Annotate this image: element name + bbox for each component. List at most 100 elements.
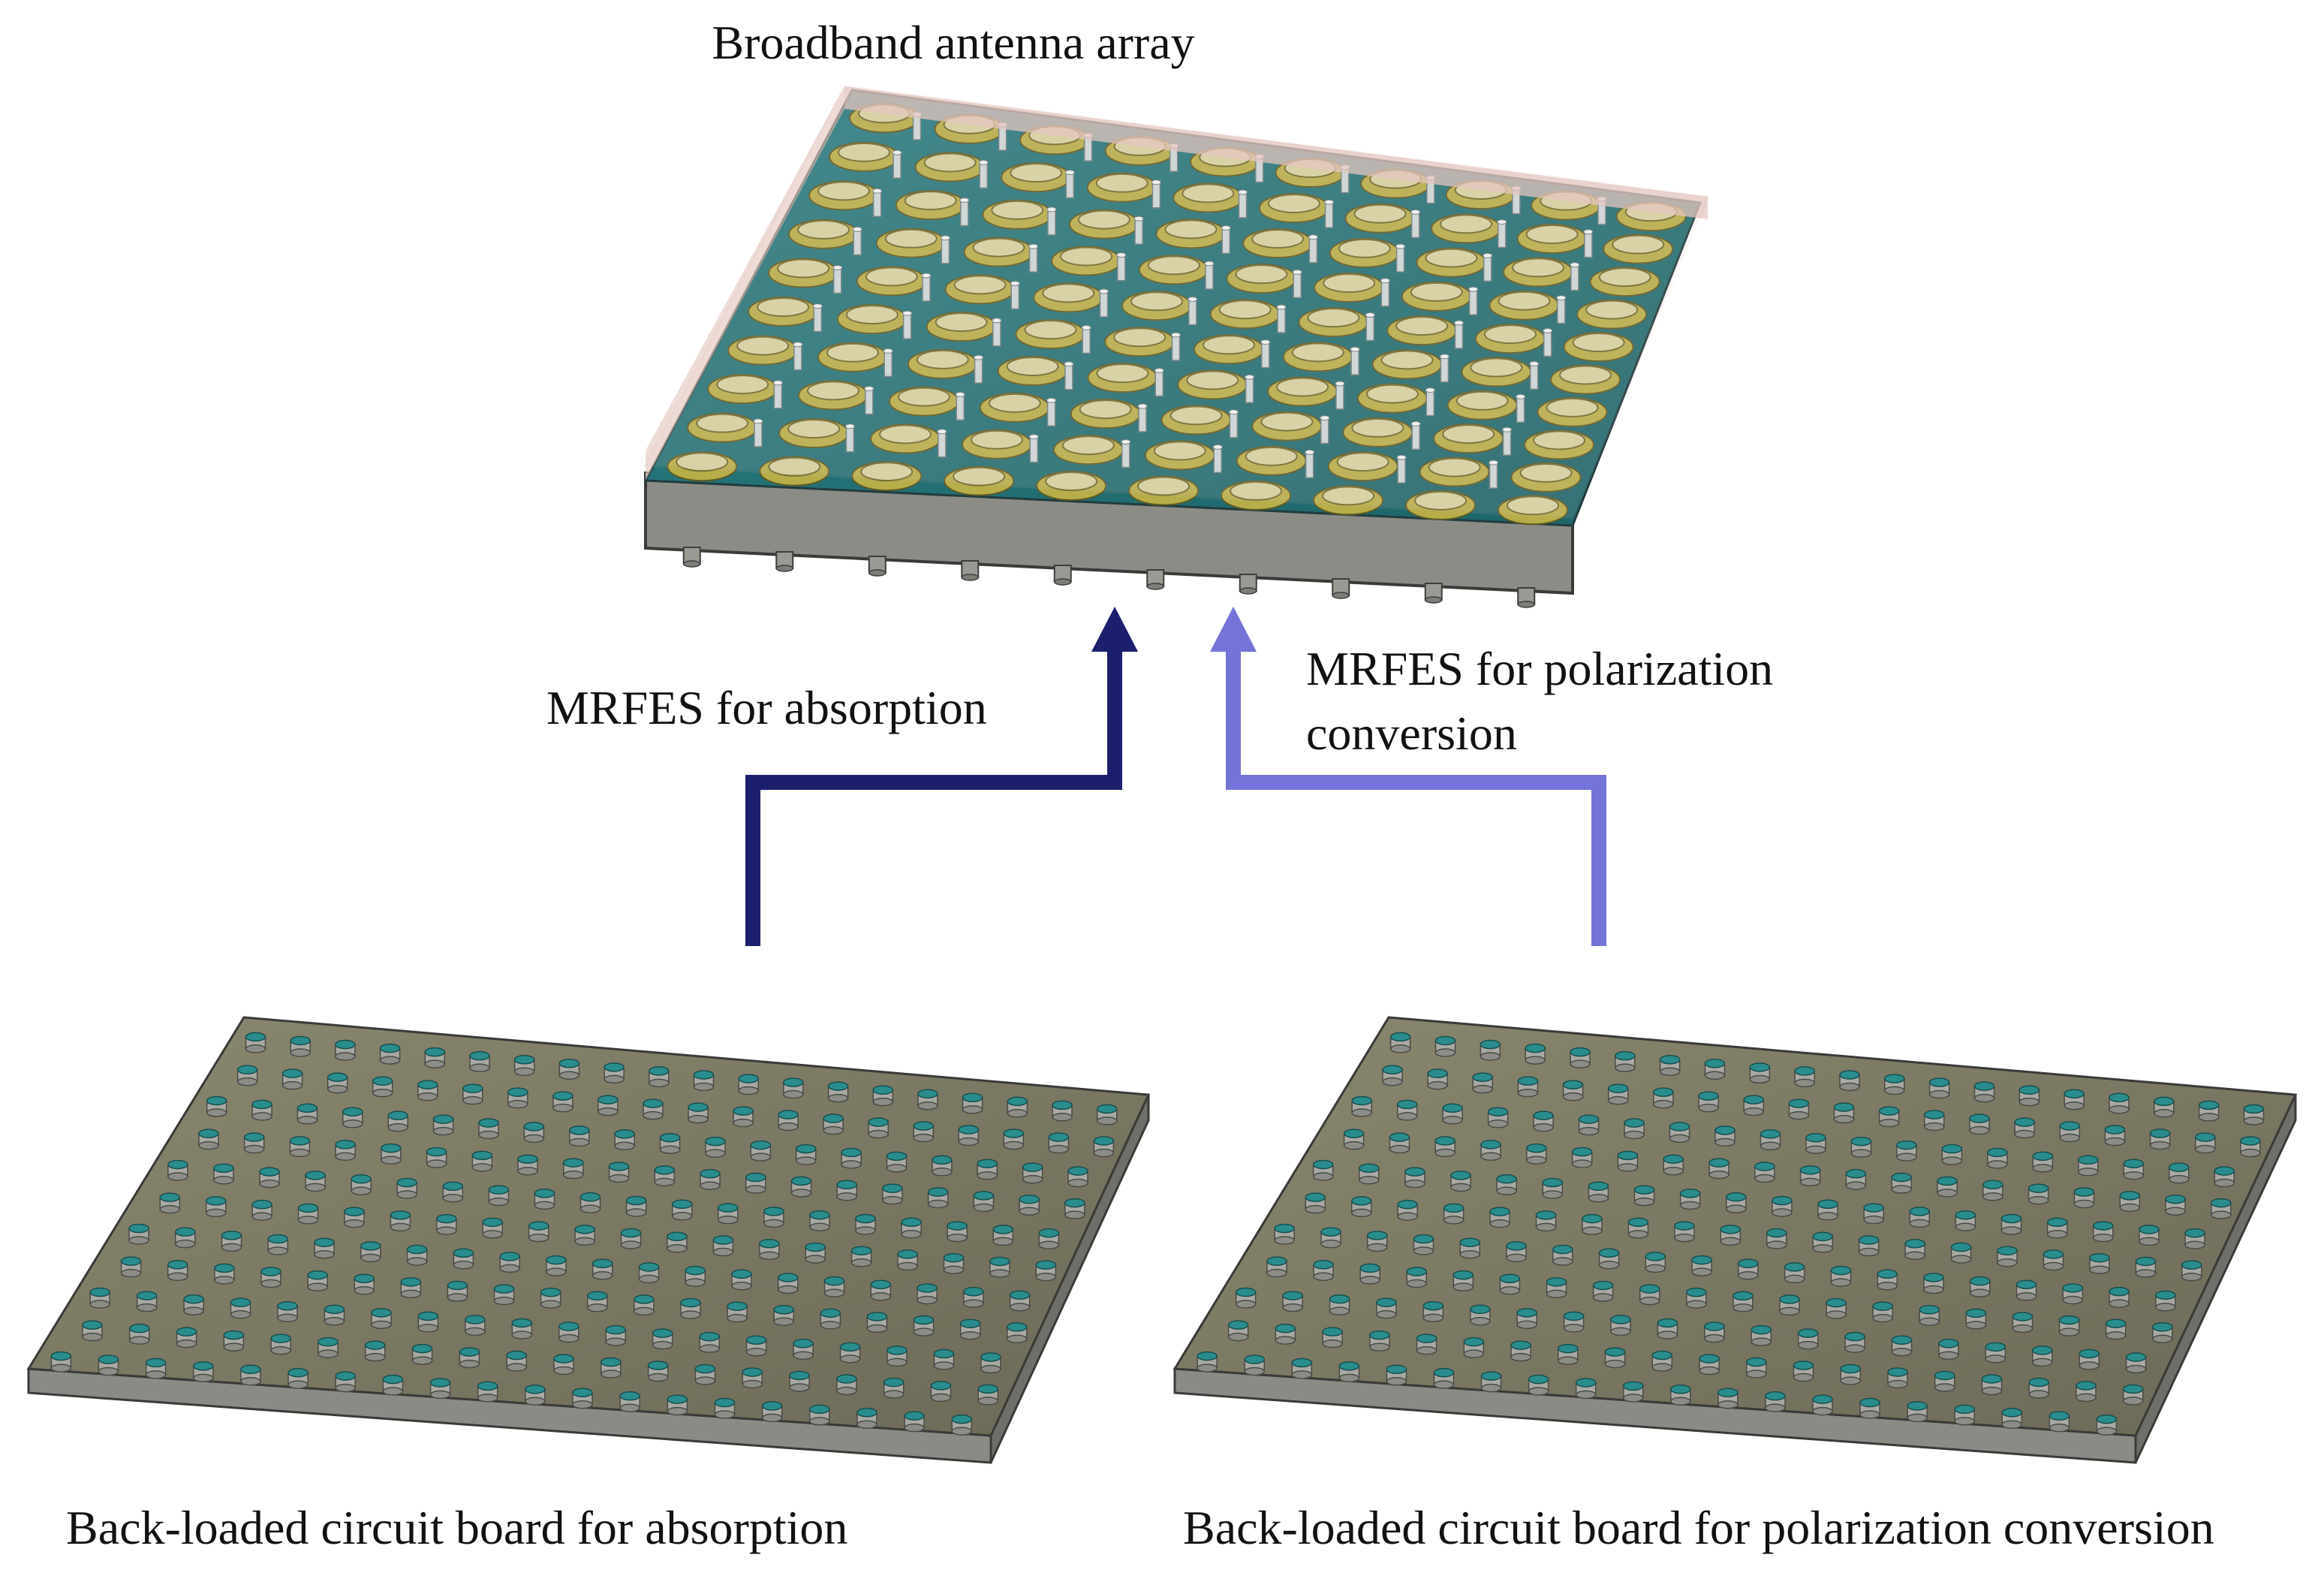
ring-hole [1533, 430, 1586, 451]
via-base [1669, 1134, 1690, 1144]
diagram-title: Broadband antenna array [712, 16, 1195, 69]
via-base [973, 1203, 995, 1213]
via-cap [604, 1062, 625, 1072]
via-cap [1919, 1304, 1940, 1315]
via-cap [2076, 1381, 2097, 1391]
via-base [1754, 1174, 1775, 1183]
via-base [2104, 1137, 2126, 1147]
circuit-board-icon [1173, 1016, 2298, 1464]
via-cap [2096, 1414, 2118, 1424]
via-base [643, 1110, 664, 1120]
via-base [654, 1177, 676, 1187]
via-base [1282, 1303, 1303, 1312]
via-cap [1877, 1269, 1898, 1279]
support-leg-foot [961, 574, 979, 581]
ring-hole [904, 191, 957, 211]
via-base [2184, 1240, 2205, 1249]
feed-pin-top [1228, 409, 1239, 415]
via-base [145, 1370, 167, 1379]
via-cap [625, 1195, 647, 1206]
ring-hole [972, 237, 1025, 258]
via-cap [866, 1312, 888, 1321]
via-cap [1743, 1095, 1764, 1104]
via-cap [2027, 1183, 2049, 1193]
via-cap [2105, 1318, 2127, 1328]
via-cap [198, 1129, 219, 1138]
via-cap [973, 1191, 995, 1201]
via-base [1982, 1192, 2003, 1201]
via-cap [1442, 1103, 1463, 1113]
via-base [1793, 1373, 1814, 1382]
via-cap [790, 1176, 812, 1186]
feed-pin-top [1121, 439, 1131, 444]
via-cap [471, 1150, 493, 1161]
via-cap [417, 1311, 439, 1321]
via-base [387, 1122, 408, 1132]
via-cap [638, 1262, 660, 1272]
via-cap [513, 1054, 535, 1065]
ring-hole [1186, 370, 1239, 390]
via-cap [2093, 1221, 2114, 1231]
via-base [260, 1279, 281, 1288]
via-base [2135, 1269, 2157, 1278]
ring-hole [817, 181, 871, 201]
via-base [1351, 1108, 1372, 1117]
via-base [705, 1149, 726, 1158]
via-base [2125, 1364, 2147, 1374]
via-cap [1351, 1095, 1372, 1106]
via-cap [1659, 1054, 1681, 1065]
via-base [1542, 1190, 1564, 1199]
via-cap [1669, 1122, 1690, 1132]
via-cap [1784, 1262, 1805, 1272]
via-base [1624, 1130, 1645, 1140]
ring-hole [865, 267, 918, 287]
via-base [1578, 1126, 1600, 1136]
via-cap [619, 1391, 640, 1401]
via-cap [335, 1371, 356, 1381]
via-cap [805, 1242, 826, 1252]
via-cap [2089, 1252, 2110, 1263]
mrfes-polarization-line2: conversion [1306, 707, 1517, 760]
via-base [1746, 1370, 1767, 1379]
via-cap [643, 1098, 664, 1108]
via-cap [714, 1397, 736, 1408]
via-base [1434, 1048, 1456, 1057]
via-base [943, 1265, 965, 1274]
antenna-array-icon [643, 85, 1710, 608]
via-cap [1588, 1181, 1609, 1192]
mrfes-polarization-line1: MRFES for polarization [1306, 642, 1774, 695]
via-cap [1937, 1176, 1958, 1186]
feed-pin-top [1028, 243, 1039, 249]
via-base [1859, 1410, 1880, 1419]
feed-pin-top [1468, 286, 1479, 292]
via-cap [335, 1140, 356, 1150]
via-cap [1413, 1234, 1434, 1244]
via-cap [120, 1256, 142, 1266]
feed-pin-top [832, 265, 843, 270]
via-cap [1528, 1374, 1549, 1385]
via-cap [763, 1207, 784, 1216]
via-base [1506, 1253, 1527, 1263]
via-base [205, 1208, 227, 1218]
via-base [1329, 1306, 1350, 1315]
via-cap [1617, 1150, 1639, 1161]
ring-hole [696, 413, 749, 433]
via-cap [1563, 1311, 1585, 1321]
via-base [1663, 1166, 1684, 1176]
via-base [243, 1144, 265, 1154]
via-cap [1575, 1378, 1597, 1388]
feed-pin-top [1064, 361, 1074, 367]
feed-pin-top [1292, 269, 1302, 275]
via-base [2014, 1129, 2035, 1139]
via-base [930, 1393, 952, 1403]
via-base [193, 1373, 214, 1383]
via-cap [913, 1121, 934, 1131]
via-cap [2049, 1411, 2070, 1421]
via-base [499, 1264, 520, 1273]
ring-hole [736, 336, 790, 356]
via-base [1794, 1078, 1815, 1088]
via-base [1884, 1086, 1905, 1095]
via-cap [671, 1199, 693, 1210]
via-base [1699, 1366, 1720, 1376]
via-cap [759, 1239, 780, 1249]
